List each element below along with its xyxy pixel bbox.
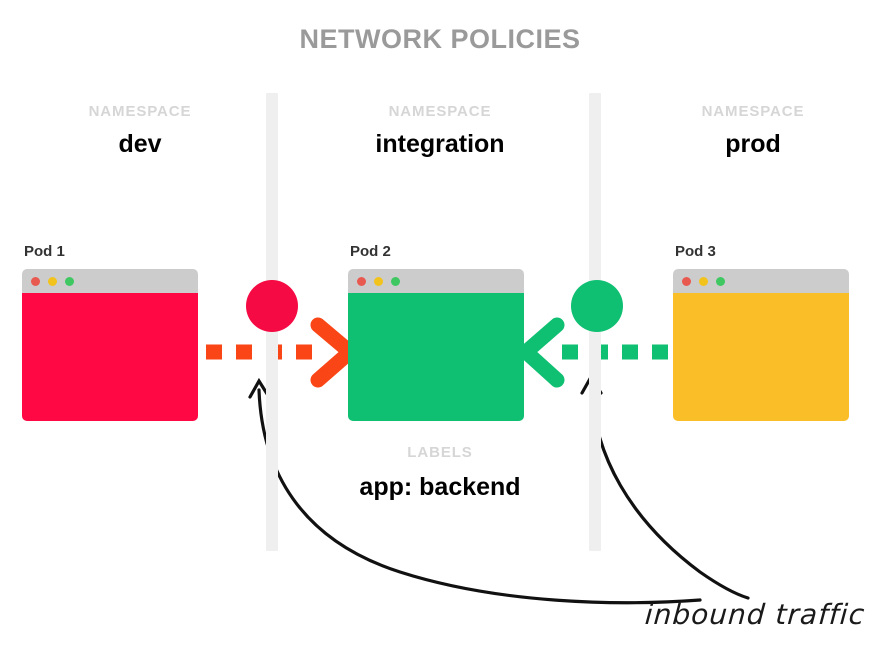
annotation-arrowhead-left [248, 377, 271, 399]
namespace-name-integration: integration [375, 130, 505, 158]
namespace-column-dev: NAMESPACE dev [40, 104, 240, 157]
namespace-column-prod: NAMESPACE prod [653, 104, 853, 157]
pod-label-1: Pod 1 [24, 243, 65, 260]
window-minimize-dot-icon [48, 276, 57, 286]
window-maximize-dot-icon [391, 276, 400, 286]
labels-block: LABELS app: backend [290, 445, 590, 500]
namespace-kicker: NAMESPACE [701, 103, 805, 120]
pod-titlebar-3 [673, 269, 849, 293]
pod-window-3 [673, 269, 849, 421]
pod-body-2 [348, 293, 524, 421]
namespace-kicker: NAMESPACE [388, 103, 492, 120]
namespace-kicker: NAMESPACE [88, 103, 192, 120]
window-maximize-dot-icon [65, 276, 74, 286]
arrowhead-allowed [514, 317, 565, 388]
flow-allowed-prod-to-integration [514, 317, 668, 388]
window-close-dot-icon [682, 276, 691, 286]
annotation-inbound-traffic: inbound traffic [643, 598, 867, 631]
namespace-name-dev: dev [118, 130, 162, 158]
labels-value: app: backend [359, 473, 521, 501]
window-close-dot-icon [31, 276, 40, 286]
window-maximize-dot-icon [716, 276, 725, 286]
pod-titlebar-2 [348, 269, 524, 293]
pod-titlebar-1 [22, 269, 198, 293]
status-badge-allowed [571, 280, 623, 332]
page-title: NETWORK POLICIES [299, 24, 581, 54]
window-close-dot-icon [357, 276, 366, 286]
status-badge-denied [246, 280, 298, 332]
pod-label-3: Pod 3 [675, 243, 716, 260]
pod-window-2 [348, 269, 524, 421]
flow-blocked-dev-to-integration [206, 317, 362, 388]
labels-kicker: LABELS [407, 444, 473, 461]
namespace-column-integration: NAMESPACE integration [340, 104, 540, 157]
pod-body-1 [22, 293, 198, 421]
pod-body-3 [673, 293, 849, 421]
arrowhead-blocked [310, 317, 362, 388]
window-minimize-dot-icon [374, 276, 383, 286]
pod-label-2: Pod 2 [350, 243, 391, 260]
pod-window-1 [22, 269, 198, 421]
namespace-name-prod: prod [725, 130, 781, 158]
window-minimize-dot-icon [699, 276, 708, 286]
